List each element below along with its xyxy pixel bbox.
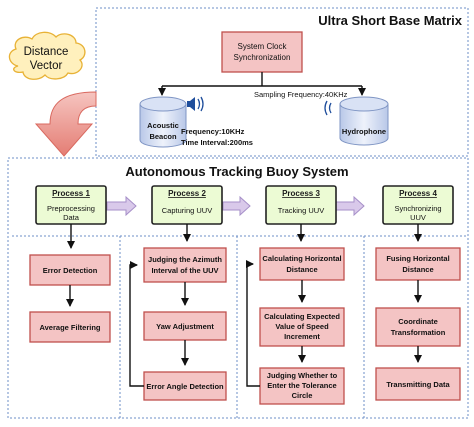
distance-vector-arrow [34, 91, 97, 157]
process-3-label-1: Tracking UUV [278, 206, 324, 215]
cloud-label-1: Distance [24, 46, 69, 58]
step-average-filtering-box [29, 311, 111, 343]
clock-sync-label-2: Synchronization [234, 53, 291, 62]
process-flow-arrows [106, 195, 365, 217]
loop-tolerance-to-horizontal [246, 260, 260, 387]
beacon-label-2: Beacon [149, 132, 177, 141]
distance-vector-cloud [8, 31, 86, 80]
step-coordinate-1: Coordinate [398, 317, 438, 326]
usbm-title: Ultra Short Base Matrix [318, 13, 463, 28]
process-4-box: Process 4 Synchronizing UUV [382, 185, 454, 225]
step-average-filtering: Average Filtering [40, 323, 101, 332]
process-4-label-1: Synchronizing [394, 204, 441, 213]
step-tolerance-box [259, 367, 345, 405]
sampling-frequency-label: Sampling Frequency:40KHz [254, 90, 348, 99]
buoy-system-title: Autonomous Tracking Buoy System [125, 164, 348, 179]
step-error-detection: Error Detection [43, 266, 98, 275]
process-1-box: Process 1 Preprocessing Data [35, 185, 107, 225]
step-azimuth-1: Judging the Azimuth [148, 255, 222, 264]
step-fusing-1: Fusing Horizontal [386, 254, 449, 263]
step-fusing-2: Distance [402, 265, 433, 274]
cloud-label-2: Vector [30, 60, 63, 72]
step-fusing-box [375, 247, 461, 281]
process-1-label-1: Preprocessing [47, 204, 95, 213]
sync-branch-lines [162, 72, 362, 87]
step-tolerance-2: Enter the Tolerance [267, 381, 336, 390]
step-coordinate-2: Transformation [391, 328, 446, 337]
step-azimuth-2: Interval of the UUV [151, 266, 218, 275]
buoy-system-frame [7, 157, 469, 419]
step-horizontal-distance-2: Distance [286, 265, 317, 274]
step-speed-increment-2: Value of Speed [275, 322, 329, 331]
process-2-box: Process 2 Capturing UUV [151, 185, 223, 225]
step-yaw-box [143, 311, 227, 341]
process-2-label-1: Capturing UUV [162, 206, 212, 215]
step-transmit-box [375, 367, 461, 401]
step-speed-increment-1: Calculating Expected [264, 312, 340, 321]
step-error-detection-box [29, 254, 111, 286]
clock-sync-label-1: System Clock [238, 42, 288, 51]
signal-receive-icon [324, 100, 332, 116]
step-horizontal-distance-1: Calculating Horizontal [262, 254, 341, 263]
clock-sync-box [221, 31, 303, 73]
process-3-box: Process 3 Tracking UUV [265, 185, 337, 225]
speaker-icon [187, 96, 204, 112]
usbm-frame [95, 7, 469, 157]
step-horizontal-distance-box [259, 247, 345, 281]
step-coordinate-box [375, 307, 461, 347]
step-error-angle: Error Angle Detection [146, 382, 224, 391]
beacon-frequency: Frequency:10KHz [181, 127, 245, 136]
process-1-title: Process 1 [52, 189, 90, 198]
step-azimuth-box [143, 247, 227, 283]
process-1-label-2: Data [63, 213, 80, 222]
process-4-label-2: UUV [410, 213, 426, 222]
hydrophone-label: Hydrophone [342, 127, 386, 136]
step-speed-increment-3: Increment [284, 332, 320, 341]
step-yaw: Yaw Adjustment [156, 322, 214, 331]
process-3-title: Process 3 [282, 189, 320, 198]
step-tolerance-3: Circle [292, 391, 313, 400]
process-2-title: Process 2 [168, 189, 206, 198]
beacon-label-1: Acoustic [147, 121, 179, 130]
hydrophone-cylinder [339, 96, 389, 146]
process-4-title: Process 4 [399, 189, 437, 198]
step-transmit: Transmitting Data [386, 380, 450, 389]
step-tolerance-1: Judging Whether to [267, 371, 338, 380]
acoustic-beacon-cylinder [139, 96, 187, 148]
loop-error-angle-to-azimuth [129, 261, 144, 387]
beacon-interval: Time Interval:200ms [181, 138, 253, 147]
